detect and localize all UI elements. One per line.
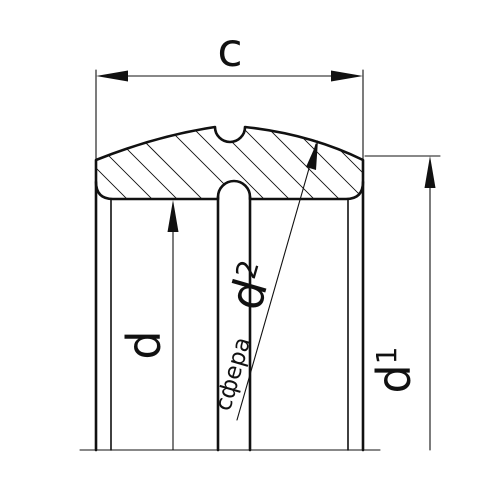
- label-d1: d1: [367, 346, 421, 393]
- dimension-c: c: [95, 23, 364, 161]
- arrow-up-icon: [424, 156, 436, 188]
- ring-body: [79, 180, 381, 452]
- arrow-up-icon: [167, 200, 179, 232]
- label-d1-base: d: [367, 364, 421, 393]
- arrow-right-icon: [331, 70, 363, 82]
- dimension-d1: d1: [364, 155, 441, 451]
- label-d1-subscript: 1: [370, 346, 403, 364]
- label-d2: d2: [218, 256, 283, 316]
- section-outline: [94, 125, 365, 201]
- dimension-d: d: [117, 200, 179, 451]
- arrow-diagonal-icon: [306, 140, 318, 170]
- label-c: c: [217, 23, 242, 77]
- arrow-left-icon: [96, 70, 128, 82]
- label-d: d: [117, 330, 171, 359]
